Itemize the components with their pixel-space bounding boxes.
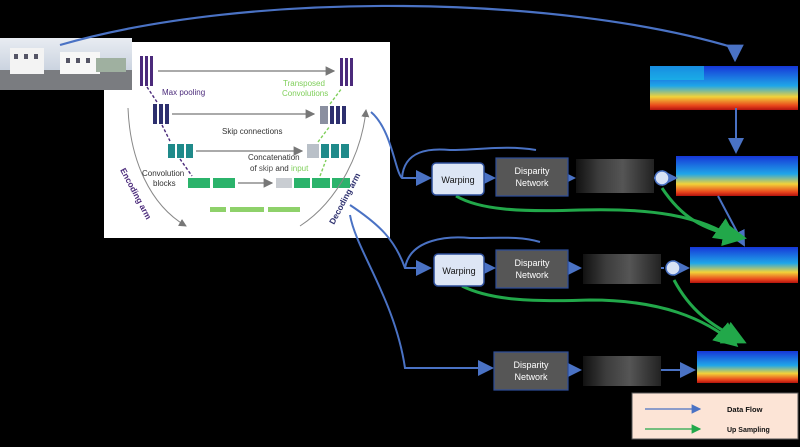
combine-node-1 — [654, 170, 670, 186]
encoding-arm-arc — [127, 107, 187, 227]
combine-node-2 — [665, 260, 681, 276]
warping-box-2: Warping — [433, 253, 485, 287]
transposed-conv-arrows — [317, 87, 343, 177]
encoder-level-1 — [140, 56, 153, 86]
transposed-label-line2: Convolutions — [282, 89, 328, 98]
disparity-network-1-line2: Network — [515, 178, 549, 188]
skip-connections-label: Skip connections — [222, 127, 282, 136]
up-sampling-lines — [455, 187, 747, 347]
concatenation-input-word: input — [291, 164, 309, 173]
pooling-arrows — [146, 86, 193, 177]
concatenation-skip-word: skip — [259, 164, 274, 173]
decoding-arm-arc — [299, 109, 370, 227]
warping-box-1: Warping — [431, 162, 485, 196]
depth-map-3 — [690, 247, 798, 283]
convolution-blocks-line1: Convolution — [142, 169, 184, 178]
disparity-image-3 — [583, 356, 661, 386]
legend-up-sampling-label: Up Sampling — [727, 427, 770, 434]
transposed-label-line1: Transposed — [283, 79, 325, 88]
disparity-network-2: Disparity Network — [495, 249, 569, 289]
input-image — [0, 38, 132, 90]
concatenation-label: Concatenation — [248, 153, 300, 162]
disparity-network-3: Disparity Network — [493, 351, 569, 391]
disparity-network-2-line1: Disparity — [514, 258, 550, 268]
bottleneck-blocks — [188, 178, 235, 188]
depth-map-4 — [697, 351, 798, 383]
input-to-output-flow — [59, 4, 744, 63]
concatenation-of-label: of skip and input — [250, 164, 309, 173]
decoder-level-1 — [340, 58, 353, 86]
encoder-level-2 — [153, 104, 169, 124]
warping-label-2: Warping — [442, 266, 475, 276]
convolution-blocks-line2: blocks — [153, 179, 176, 188]
disparity-network-1-line1: Disparity — [514, 166, 550, 176]
disparity-network-1: Disparity Network — [495, 157, 569, 197]
depth-map-2 — [676, 156, 798, 196]
concatenation-and-word: and — [275, 164, 288, 173]
legend-data-flow-label: Data Flow — [727, 405, 763, 414]
encoder-level-3 — [168, 144, 193, 158]
warping-label-1: Warping — [441, 175, 474, 185]
skip-connection-arrows — [158, 66, 336, 188]
decoder-level-2 — [320, 106, 346, 124]
data-flow-lines — [349, 108, 745, 378]
legend: Data Flow Up Sampling — [631, 392, 799, 440]
concatenation-of-word: of — [250, 164, 257, 173]
depth-map-1 — [650, 66, 798, 110]
disparity-network-3-line2: Network — [514, 372, 548, 382]
decoder-level-3 — [307, 144, 349, 158]
disparity-image-1 — [576, 159, 654, 193]
disparity-network-3-line1: Disparity — [513, 360, 549, 370]
disparity-image-2 — [583, 254, 661, 284]
max-pooling-label: Max pooling — [162, 88, 205, 97]
disparity-network-2-line2: Network — [515, 270, 549, 280]
bottleneck-output — [210, 207, 300, 212]
